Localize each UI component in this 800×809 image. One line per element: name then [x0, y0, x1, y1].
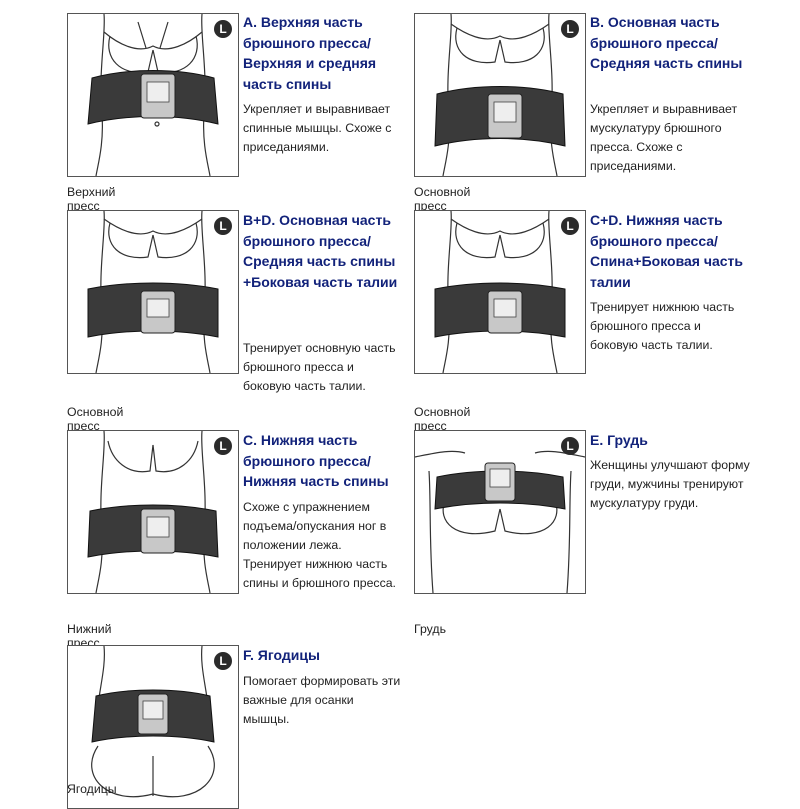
torso-belt-illustration [87, 14, 219, 176]
size-l-icon: L [561, 437, 579, 455]
item-caption: Верхний пресс [67, 185, 116, 213]
item-caption: Основной пресс [414, 405, 471, 433]
item-description: Помогает формировать эти важные для осан… [243, 674, 401, 726]
figure-chest: L [414, 430, 586, 594]
size-l-icon: L [561, 217, 579, 235]
item-description: Женщины улучшают форму груди, мужчины тр… [590, 458, 750, 510]
item-description: Тренирует основную часть брюшного пресса… [243, 341, 396, 393]
item-title: C+D. Нижняя часть брюшного пресса/ Спина… [590, 212, 744, 290]
buttocks-belt-illustration [91, 646, 215, 798]
size-l-icon: L [214, 652, 232, 670]
torso-belt-illustration [434, 14, 566, 176]
figure-main-abs: L [414, 13, 586, 177]
item-title: B+D. Основная часть брюшного пресса/Сред… [243, 212, 398, 290]
figure-upper-abs: L [67, 13, 239, 177]
size-l-icon: L [214, 437, 232, 455]
item-title: A. Верхняя часть брюшного пресса/ Верхня… [243, 14, 377, 92]
item-caption: Ягодицы [67, 782, 117, 796]
chest-belt-illustration [415, 450, 585, 593]
item-description: Укрепляет и выравнивает спинные мышцы. С… [243, 102, 392, 154]
torso-belt-illustration [87, 431, 219, 593]
item-description: Схоже с упражнением подъема/опускания но… [243, 500, 396, 590]
size-l-icon: L [561, 20, 579, 38]
item-caption: Грудь [414, 622, 446, 636]
torso-belt-illustration [87, 211, 219, 373]
item-description: Укрепляет и выравнивает мускулатуру брюш… [590, 102, 738, 173]
item-caption: Основной пресс [414, 185, 471, 213]
figure-lower-abs: L [67, 430, 239, 594]
item-caption: Основной пресс [67, 405, 124, 433]
item-description: Тренирует нижнюю часть брюшного пресса и… [590, 300, 735, 352]
item-title: F. Ягодицы [243, 647, 320, 663]
item-title: C. Нижняя часть брюшного пресса/ Нижняя … [243, 432, 389, 489]
item-title: E. Грудь [590, 432, 648, 448]
figure-lower-abs-waist: L [414, 210, 586, 374]
item-title: B. Основная часть брюшного пресса/ Средн… [590, 14, 743, 71]
size-l-icon: L [214, 20, 232, 38]
torso-belt-illustration [434, 211, 566, 373]
size-l-icon: L [214, 217, 232, 235]
figure-main-abs-waist: L [67, 210, 239, 374]
figure-buttocks: L [67, 645, 239, 809]
